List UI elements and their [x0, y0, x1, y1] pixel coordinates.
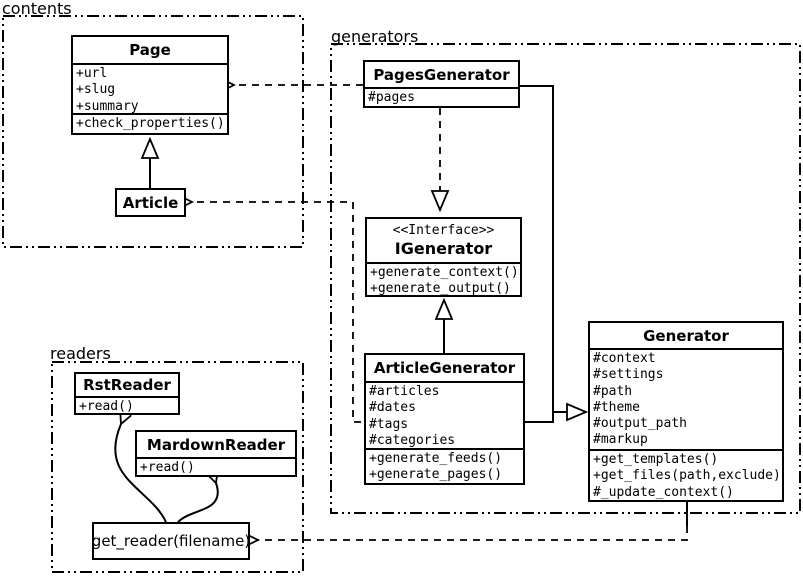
articlegenerator-methods-section: +generate_feeds() +generate_pages() — [366, 448, 523, 483]
class-box-igenerator: <<Interface>> IGenerator +generate_conte… — [365, 217, 522, 297]
method: +generate_feeds() — [369, 451, 503, 466]
get-reader-label: get_reader(filename) — [92, 532, 250, 550]
attribute: #categories — [369, 432, 456, 448]
attribute: #path — [593, 383, 633, 399]
igenerator-title: <<Interface>> IGenerator — [367, 219, 520, 262]
class-name-generator: Generator — [643, 326, 729, 345]
attribute: #output_path — [593, 416, 687, 432]
class-box-generator: Generator #context #settings #path #them… — [588, 321, 784, 502]
package-label-generators: generators — [331, 27, 419, 46]
class-box-article: Article — [115, 188, 186, 217]
class-box-mardownreader: MardownReader +read() — [135, 430, 297, 477]
method: +generate_output() — [370, 281, 511, 297]
attribute: +url — [76, 66, 108, 81]
method: +get_files(path,exclude) — [593, 468, 781, 484]
attribute: #tags — [369, 416, 409, 432]
attribute: +summary — [76, 98, 139, 114]
page-methods-section: +check_properties() — [73, 113, 227, 133]
class-box-pagesgenerator: PagesGenerator #pages — [363, 60, 520, 108]
attribute: #dates — [369, 400, 416, 416]
method: #_update_context() — [593, 484, 734, 500]
call-arrow-getreader-to-rstreader — [114, 424, 167, 523]
package-label-contents: contents — [2, 0, 72, 18]
method: +read() — [140, 460, 195, 475]
page-attributes-section: +url +slug +summary — [73, 63, 227, 114]
attribute: +slug — [76, 82, 116, 98]
class-name-page: Page — [129, 41, 171, 59]
class-box-page: Page +url +slug +summary +check_properti… — [71, 35, 229, 135]
attribute: #settings — [593, 367, 664, 383]
attribute: #articles — [369, 384, 440, 399]
method: +get_templates() — [593, 452, 719, 467]
dependency-generator-to-getreader — [258, 526, 688, 540]
generators-package-frame — [330, 43, 801, 514]
attribute: #context — [593, 351, 656, 366]
method: +read() — [79, 399, 134, 414]
class-name-pagesgenerator: PagesGenerator — [373, 65, 510, 84]
class-box-articlegenerator: ArticleGenerator #articles #dates #tags … — [364, 353, 525, 485]
function-box-get-reader: get_reader(filename) — [92, 522, 250, 560]
attribute: #pages — [368, 90, 415, 105]
call-arrow-getreader-to-mardownreader — [177, 483, 219, 523]
package-label-readers: readers — [50, 344, 111, 363]
method: +generate_pages() — [369, 467, 503, 483]
method: +generate_context() — [370, 265, 519, 280]
contents-package-frame — [2, 15, 304, 248]
mardownreader-methods-section: +read() — [137, 457, 295, 475]
articlegenerator-attributes-section: #articles #dates #tags #categories — [366, 381, 523, 448]
class-name-articlegenerator: ArticleGenerator — [373, 359, 516, 377]
class-name-rstreader: RstReader — [83, 376, 171, 394]
readers-package-frame — [51, 361, 304, 573]
attribute: #theme — [593, 399, 640, 415]
pagesgenerator-attributes-section: #pages — [365, 87, 518, 106]
rstreader-methods-section: +read() — [76, 396, 178, 413]
generator-attributes-section: #context #settings #path #theme #output_… — [590, 348, 782, 449]
method: +check_properties() — [76, 116, 225, 131]
class-name-mardownreader: MardownReader — [146, 435, 286, 454]
class-name-igenerator: IGenerator — [394, 239, 493, 258]
inheritance-pagesgenerator-to-generator — [520, 85, 586, 412]
dependency-articlegenerator-to-article — [192, 202, 361, 423]
interface-stereotype: <<Interface>> — [392, 223, 495, 238]
class-name-article: Article — [122, 193, 179, 212]
class-box-rstreader: RstReader +read() — [74, 372, 180, 415]
igenerator-methods-section: +generate_context() +generate_output() — [367, 262, 520, 295]
attribute: #markup — [593, 432, 648, 448]
generator-methods-section: +get_templates() +get_files(path,exclude… — [590, 449, 782, 500]
inheritance-articlegenerator-to-generator-join — [525, 412, 554, 423]
